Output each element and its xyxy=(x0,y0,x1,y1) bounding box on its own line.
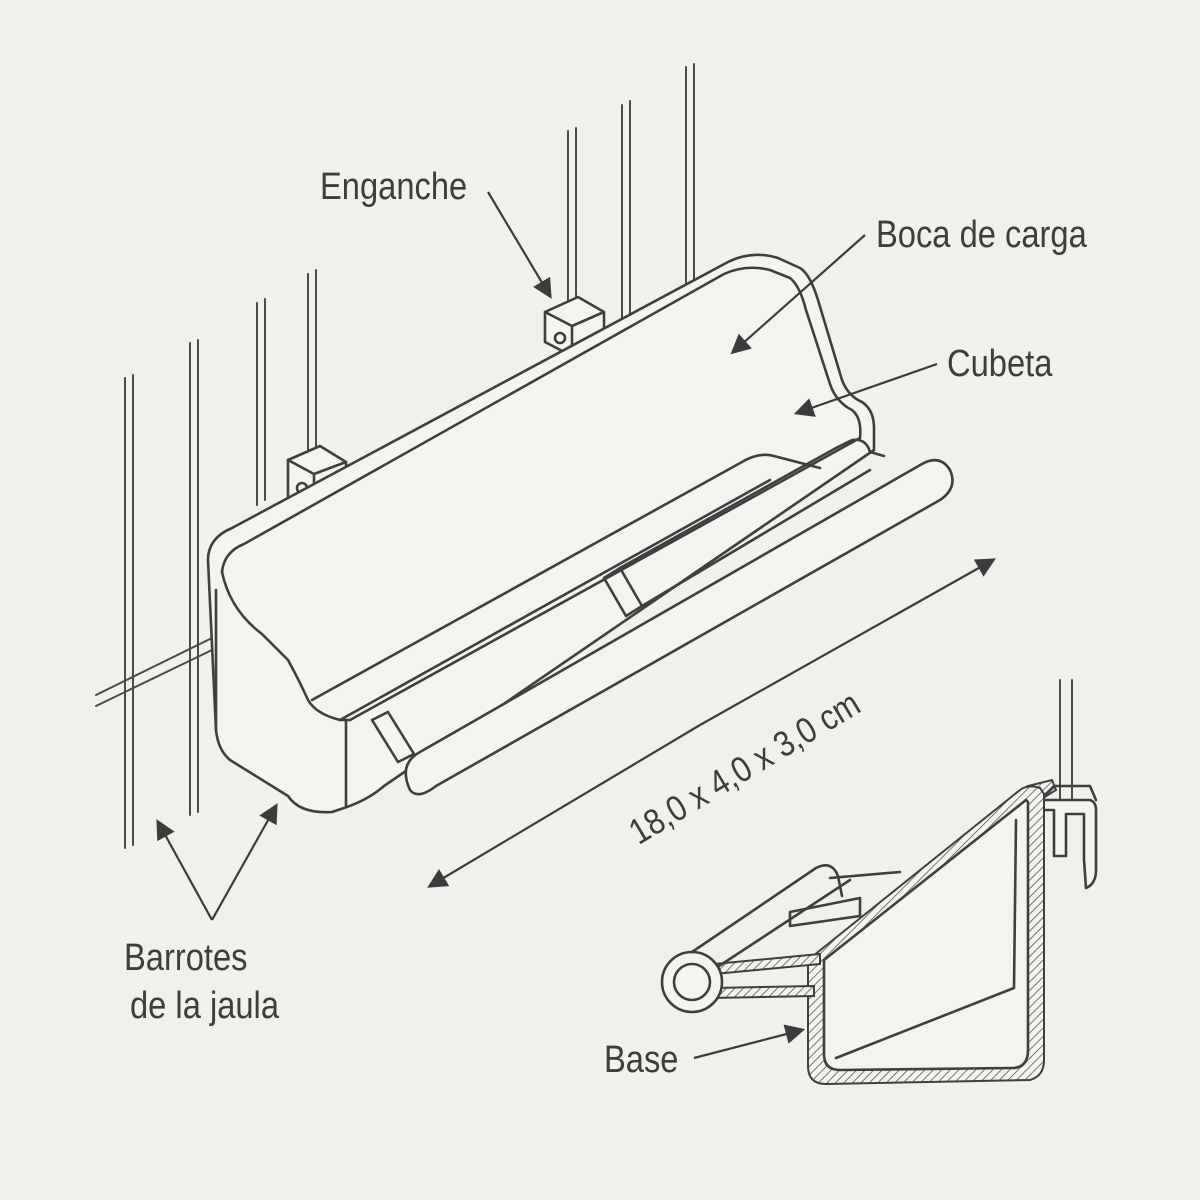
dimension-line xyxy=(699,558,996,726)
feeder-tray xyxy=(206,253,954,814)
cross-section xyxy=(660,679,1098,1086)
label-loading-mouth: Boca de carga xyxy=(876,214,1087,256)
label-cage-bars-line2: de la jaula xyxy=(130,985,279,1027)
leader-arrows xyxy=(156,191,938,1060)
label-cage-bars-line1: Barrotes xyxy=(124,937,248,979)
label-base: Base xyxy=(604,1039,679,1081)
label-tray: Cubeta xyxy=(947,343,1053,385)
label-hook: Enganche xyxy=(320,166,468,208)
